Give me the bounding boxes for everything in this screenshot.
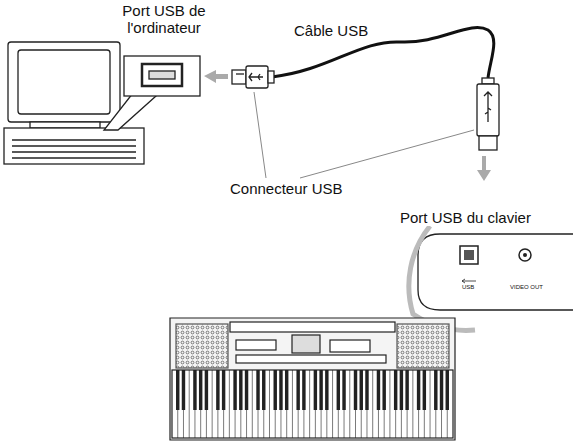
black-key bbox=[440, 370, 443, 410]
white-key-line bbox=[229, 370, 230, 438]
port-marking: VIDEO OUT bbox=[510, 284, 543, 291]
white-key-line bbox=[412, 370, 413, 438]
computer-port-inset bbox=[104, 56, 200, 130]
black-key bbox=[314, 370, 317, 410]
insert-arrow-down bbox=[477, 156, 491, 181]
black-key bbox=[394, 370, 397, 410]
black-key bbox=[262, 370, 265, 410]
black-key bbox=[302, 370, 305, 410]
black-key bbox=[245, 370, 248, 410]
computer bbox=[4, 42, 144, 164]
white-key-line bbox=[389, 370, 390, 438]
white-key-line bbox=[349, 370, 350, 438]
black-key bbox=[256, 370, 259, 410]
white-key-line bbox=[252, 370, 253, 438]
usb-plug-a bbox=[232, 66, 274, 88]
black-key bbox=[239, 370, 242, 410]
black-key bbox=[400, 370, 403, 410]
white-key-line bbox=[309, 370, 310, 438]
black-key bbox=[417, 370, 420, 410]
port-label: Port USB de l'ordinateur bbox=[110, 2, 218, 36]
white-key-line bbox=[269, 370, 270, 438]
black-key bbox=[342, 370, 345, 410]
black-key bbox=[434, 370, 437, 410]
white-key-line bbox=[189, 370, 190, 438]
black-key bbox=[222, 370, 225, 410]
black-key bbox=[319, 370, 322, 410]
black-key bbox=[279, 370, 282, 410]
port-marking: USB bbox=[462, 284, 474, 291]
black-key bbox=[354, 370, 357, 410]
black-key bbox=[176, 370, 179, 410]
insert-arrow bbox=[204, 70, 228, 83]
keyboard-port-inset bbox=[409, 226, 573, 330]
black-key bbox=[182, 370, 185, 410]
black-key bbox=[365, 370, 368, 410]
port-label: Port USB du clavier bbox=[398, 209, 533, 226]
white-key-line bbox=[212, 370, 213, 438]
usb-plug-b bbox=[477, 78, 499, 150]
black-key bbox=[285, 370, 288, 410]
black-key bbox=[405, 370, 408, 410]
white-key-line bbox=[332, 370, 333, 438]
black-key bbox=[337, 370, 340, 410]
black-key bbox=[296, 370, 299, 410]
connector-label: Connecteur USB bbox=[228, 180, 345, 197]
black-key bbox=[233, 370, 236, 410]
black-key bbox=[446, 370, 449, 410]
black-key bbox=[274, 370, 277, 410]
white-key-line bbox=[292, 370, 293, 438]
cable-label: Câble USB bbox=[292, 22, 370, 39]
keyboard bbox=[170, 318, 455, 440]
black-key bbox=[216, 370, 219, 410]
black-key bbox=[377, 370, 380, 410]
leader-lines bbox=[254, 92, 474, 178]
white-key-line bbox=[372, 370, 373, 438]
black-key bbox=[423, 370, 426, 410]
black-key bbox=[325, 370, 328, 410]
white-key-line bbox=[430, 370, 431, 438]
black-key bbox=[193, 370, 196, 410]
black-key bbox=[199, 370, 202, 410]
black-key bbox=[205, 370, 208, 410]
black-key bbox=[382, 370, 385, 410]
black-key bbox=[360, 370, 363, 410]
